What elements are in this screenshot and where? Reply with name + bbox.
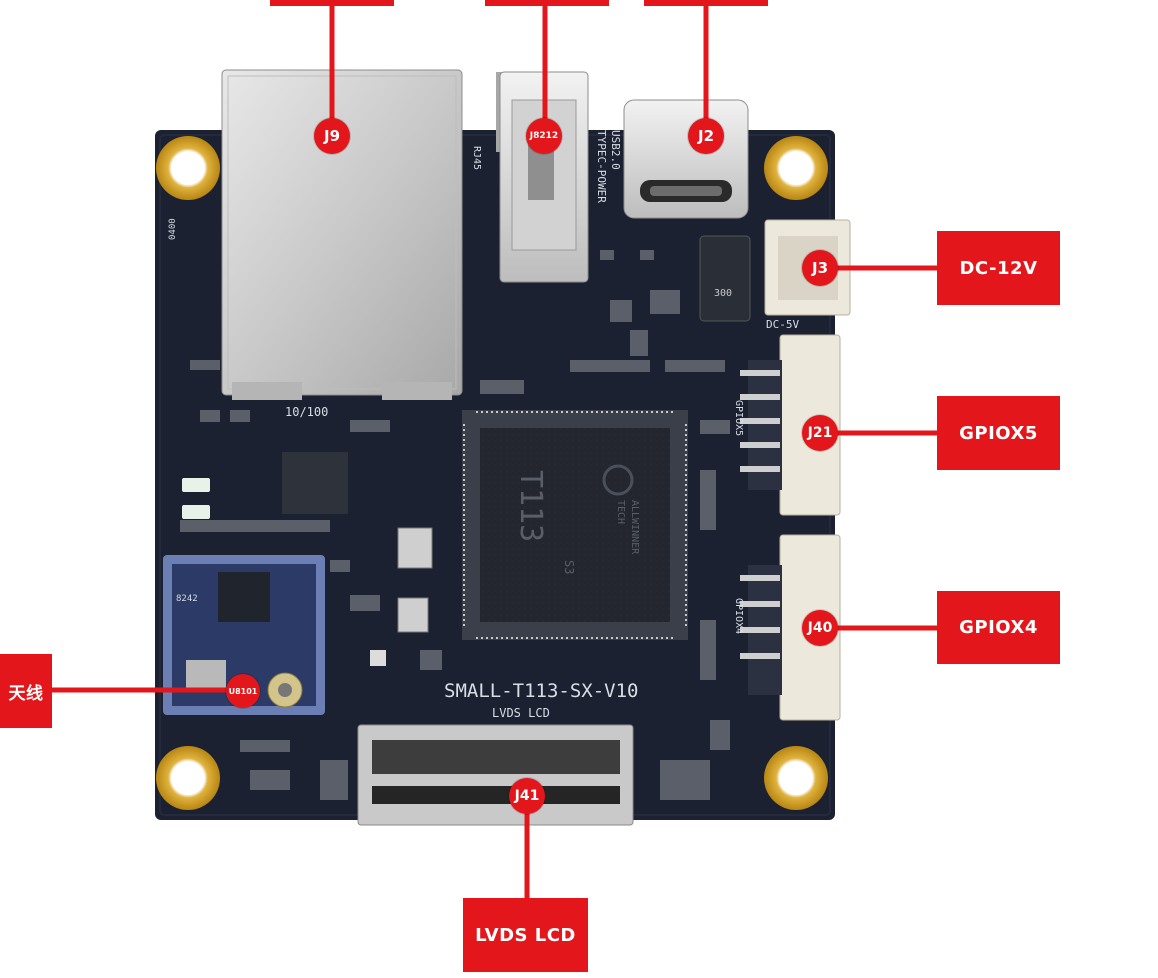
typec-connector — [623, 99, 749, 219]
silk-gpiox4: GPIOX4 — [733, 598, 744, 635]
silk-typec: TYPEC-POWER — [595, 130, 608, 203]
marker-j9: J9 — [314, 118, 350, 154]
marker-u8101: U8101 — [226, 674, 260, 708]
silk-lvds: LVDS LCD — [492, 706, 550, 720]
rj45-connector — [221, 69, 463, 400]
usb-connector — [496, 71, 589, 283]
silk-rj45: RJ45 — [471, 146, 482, 171]
silk-serial: 0400 — [168, 218, 178, 240]
inductor — [699, 235, 751, 322]
lvds-connector — [357, 724, 634, 826]
label-dc12v: DC-12V — [937, 231, 1060, 305]
mounting-hole-icon — [156, 136, 828, 810]
label-box-j9 — [270, 0, 394, 6]
label-lvds-lcd: LVDS LCD — [463, 898, 588, 972]
soc-chip — [462, 410, 688, 640]
chip-brand2-text: TECH — [615, 500, 626, 525]
marker-j21: J21 — [802, 415, 838, 451]
silk-board-name: SMALL-T113-SX-V10 — [444, 680, 639, 702]
label-gpiox5: GPIOX5 — [937, 396, 1060, 470]
label-antenna: 天线 — [0, 654, 52, 728]
marker-j8212: J8212 — [526, 118, 562, 154]
chip-model-text: T113 — [513, 470, 548, 543]
ethernet-phy-chip — [282, 452, 348, 514]
marker-j41: J41 — [509, 778, 545, 814]
marker-j3: J3 — [802, 250, 838, 286]
chip-suffix-text: S3 — [562, 560, 576, 575]
silk-inductor: 300 — [714, 288, 733, 299]
wifi-module — [163, 555, 325, 715]
silk-wifi: 8242 — [176, 594, 198, 604]
label-box-j2 — [644, 0, 768, 6]
label-gpiox4: GPIOX4 — [937, 591, 1060, 664]
chip-brand-text: ALLWINNER — [629, 500, 640, 555]
marker-j40: J40 — [802, 610, 838, 646]
silk-gpiox5: GPIOX5 — [733, 400, 744, 437]
label-box-j8212 — [485, 0, 609, 6]
silk-eth-speed: 10/100 — [285, 405, 329, 419]
marker-j2: J2 — [688, 118, 724, 154]
leader-lines — [52, 0, 937, 898]
silk-dc5v: DC-5V — [766, 318, 800, 331]
silk-usb: USB2.0 — [609, 130, 622, 170]
